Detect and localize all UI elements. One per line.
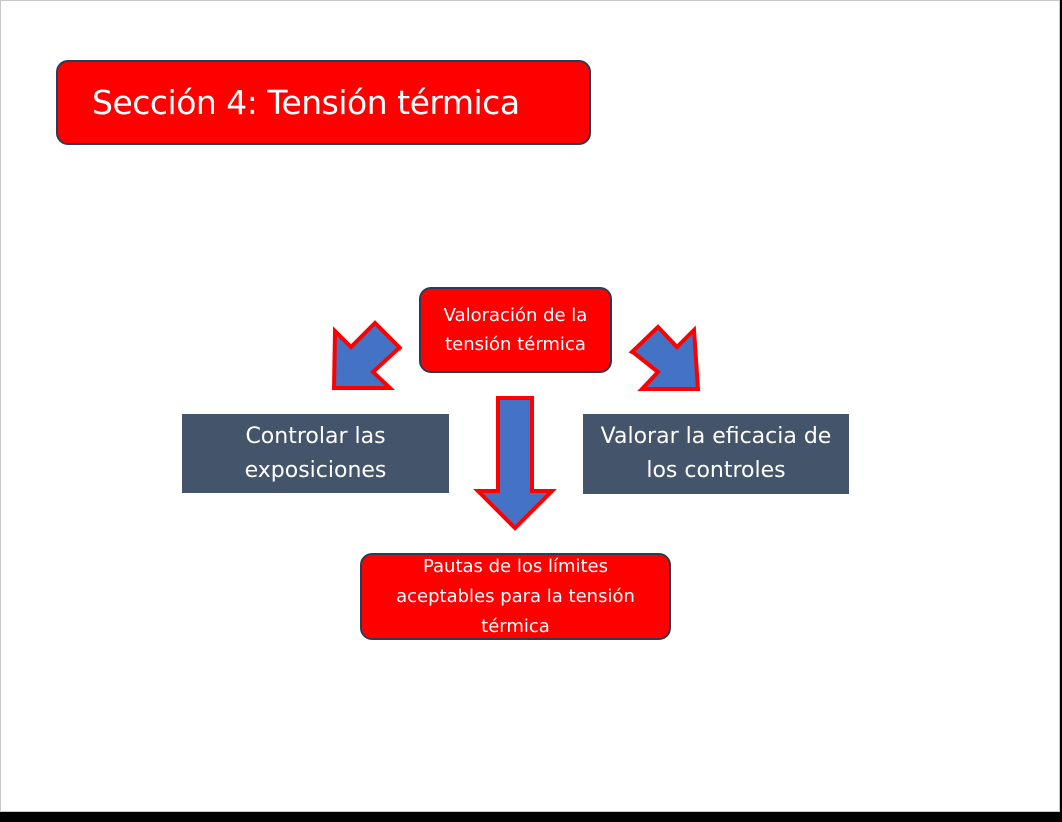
acceptable-limits-label: Pautas de los límites aceptables para la… bbox=[396, 555, 635, 637]
acceptable-limits-box: Pautas de los límites aceptables para la… bbox=[360, 553, 671, 640]
control-exposures-label: Controlar las exposiciones bbox=[244, 423, 387, 483]
evaluate-controls-label: Valorar la eficacia de los controles bbox=[600, 424, 832, 483]
heat-stress-assessment-box: Valoración de la tensión térmica bbox=[419, 287, 612, 373]
evaluate-controls-box: Valorar la eficacia de los controles bbox=[583, 414, 849, 494]
control-exposures-box: Controlar las exposiciones bbox=[182, 414, 449, 493]
arrow-down-left-icon bbox=[331, 320, 403, 390]
slide-title: Sección 4: Tensión térmica bbox=[56, 60, 591, 145]
arrow-down-right-icon bbox=[628, 324, 701, 391]
heat-stress-assessment-label: Valoración de la tensión térmica bbox=[443, 305, 588, 355]
arrow-down-icon bbox=[473, 396, 557, 531]
slide-title-text: Sección 4: Tensión térmica bbox=[92, 83, 520, 122]
